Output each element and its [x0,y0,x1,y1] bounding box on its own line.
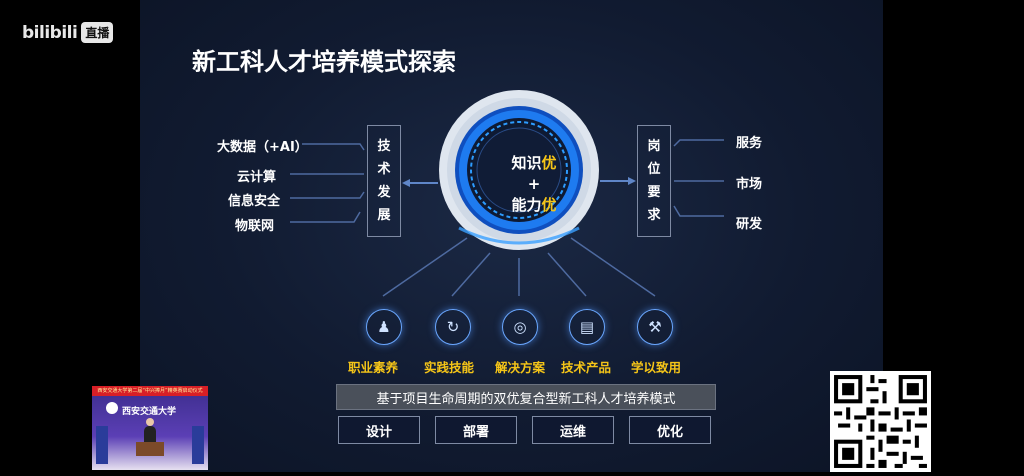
right-item-service: 服务 [736,136,763,151]
box-char: 技 [377,138,391,154]
phase-deploy: 部署 [435,416,517,444]
center-excellent-2: 优 [541,196,557,214]
bilibili-live-logo: bilibili 直播 [22,22,114,43]
pip-header: 西安交通大学第二届“中兴捧月”精英赛启动仪式 [92,386,208,396]
phase-optimize: 优化 [629,416,711,444]
box-char: 展 [377,207,391,223]
left-item-iot: 物联网 [235,219,275,234]
center-core-text: 知识优 + 能力优 [494,153,574,216]
tools-icon: ⚒ [637,309,673,345]
left-item-bigdata: 大数据（+AI） [217,140,308,155]
speaker-head [146,418,154,426]
box-char: 位 [647,161,661,177]
cycle-icon: ↻ [435,309,471,345]
center-knowledge: 知识 [511,154,542,172]
bottom-label-2: 实践技能 [424,360,475,375]
phase-operate: 运维 [532,416,614,444]
pip-side-banner-right [192,426,204,464]
university-seal-icon [106,402,118,414]
center-plus: + [527,175,541,193]
podium [136,442,164,456]
document-icon: ▤ [569,309,605,345]
center-ability: 能力 [511,196,542,214]
pip-university: 西安交通大学 [122,407,177,417]
box-char: 求 [647,207,661,223]
picture-in-picture-video[interactable]: 西安交通大学第二届“中兴捧月”精英赛启动仪式 西安交通大学 [92,386,208,470]
bottom-label-4: 技术产品 [561,360,612,375]
model-banner: 基于项目生命周期的双优复合型新工科人才培养模式 [336,384,716,410]
speaker [144,426,156,444]
center-excellent-1: 优 [541,154,557,172]
live-badge: 直播 [81,22,114,43]
bottom-label-5: 学以致用 [631,360,682,375]
slide-title: 新工科人才培养模式探索 [192,48,456,76]
job-requirements-box: 岗 位 要 求 [637,125,671,237]
qr-code [830,371,931,472]
people-icon: ♟ [366,309,402,345]
qr-code-pattern [830,371,931,472]
phase-design: 设计 [338,416,420,444]
box-char: 发 [377,184,391,200]
right-item-rnd: 研发 [736,217,763,232]
pip-side-banner-left [96,426,108,464]
slide-diagram-graphics [290,90,724,297]
box-char: 要 [647,184,661,200]
box-char: 岗 [647,138,661,154]
right-item-market: 市场 [736,177,763,192]
tech-development-box: 技 术 发 展 [367,125,401,237]
left-item-security: 信息安全 [228,194,281,209]
left-item-cloud: 云计算 [237,170,277,185]
bilibili-wordmark: bilibili [22,22,78,43]
presentation-slide: 新工科人才培养模式探索 [140,0,883,472]
bottom-label-3: 解决方案 [495,360,546,375]
bottom-label-1: 职业素养 [348,360,399,375]
target-icon: ◎ [502,309,538,345]
box-char: 术 [377,161,391,177]
